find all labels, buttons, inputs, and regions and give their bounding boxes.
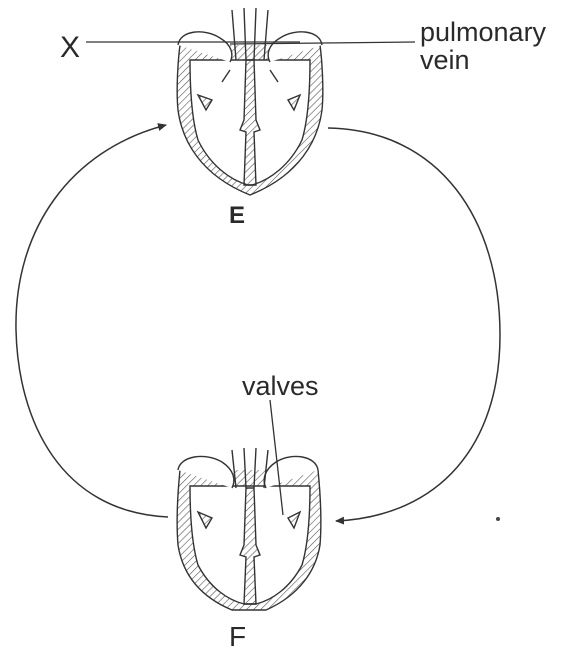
label-pulmonary-line2: vein (420, 46, 564, 74)
heart-e (177, 8, 323, 195)
label-heart-f: F (229, 622, 246, 651)
label-pulmonary-line1: pulmonary (420, 18, 564, 46)
arrow-f-to-e (16, 125, 168, 517)
label-heart-e: E (229, 203, 245, 228)
label-x: X (60, 32, 80, 64)
label-pulmonary-vein: pulmonary vein (420, 18, 564, 75)
heart-f (177, 448, 321, 610)
label-valves: valves (242, 372, 319, 400)
arrow-e-to-f (328, 128, 500, 521)
speck (496, 517, 500, 521)
